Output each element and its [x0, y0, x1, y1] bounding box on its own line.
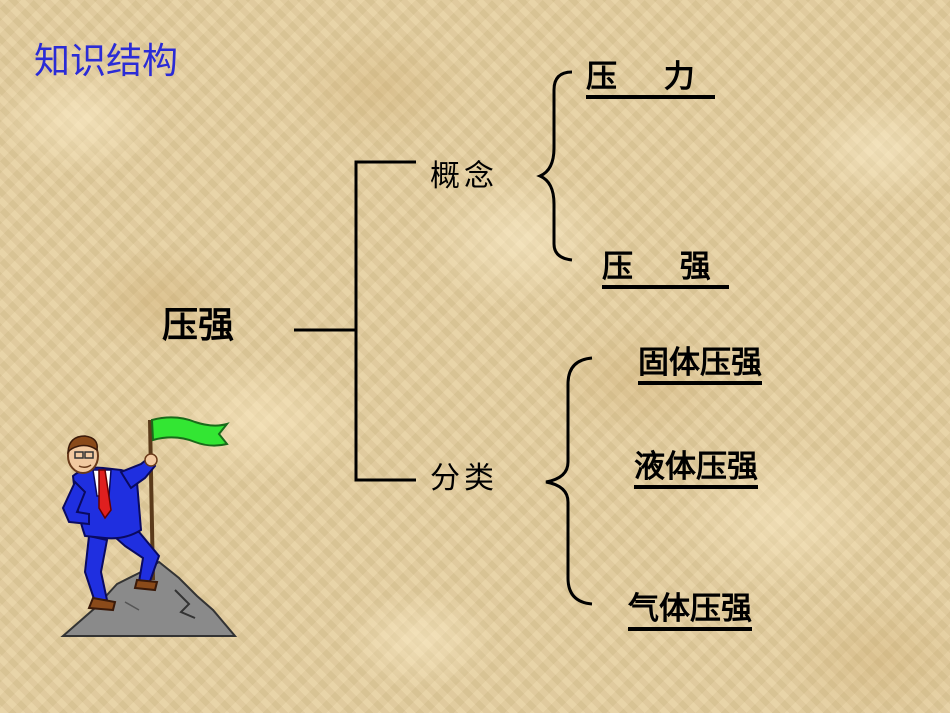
leaf-solid-pressure: 固体压强	[638, 348, 762, 385]
businessman-flag-icon	[60, 416, 238, 637]
branch-category: 分类	[430, 461, 498, 496]
branch-concept: 概念	[430, 159, 498, 194]
concept-brace	[536, 70, 573, 262]
leaf-pressure-force: 压 力	[586, 62, 715, 99]
page-title: 知识结构	[34, 41, 179, 82]
category-brace	[545, 356, 593, 606]
leaf-gas-pressure: 气体压强	[628, 594, 752, 631]
branch-bracket	[354, 160, 416, 482]
root-node: 压强	[162, 305, 235, 346]
leaf-liquid-pressure: 液体压强	[634, 452, 758, 489]
leaf-pressure: 压 强	[602, 252, 729, 289]
